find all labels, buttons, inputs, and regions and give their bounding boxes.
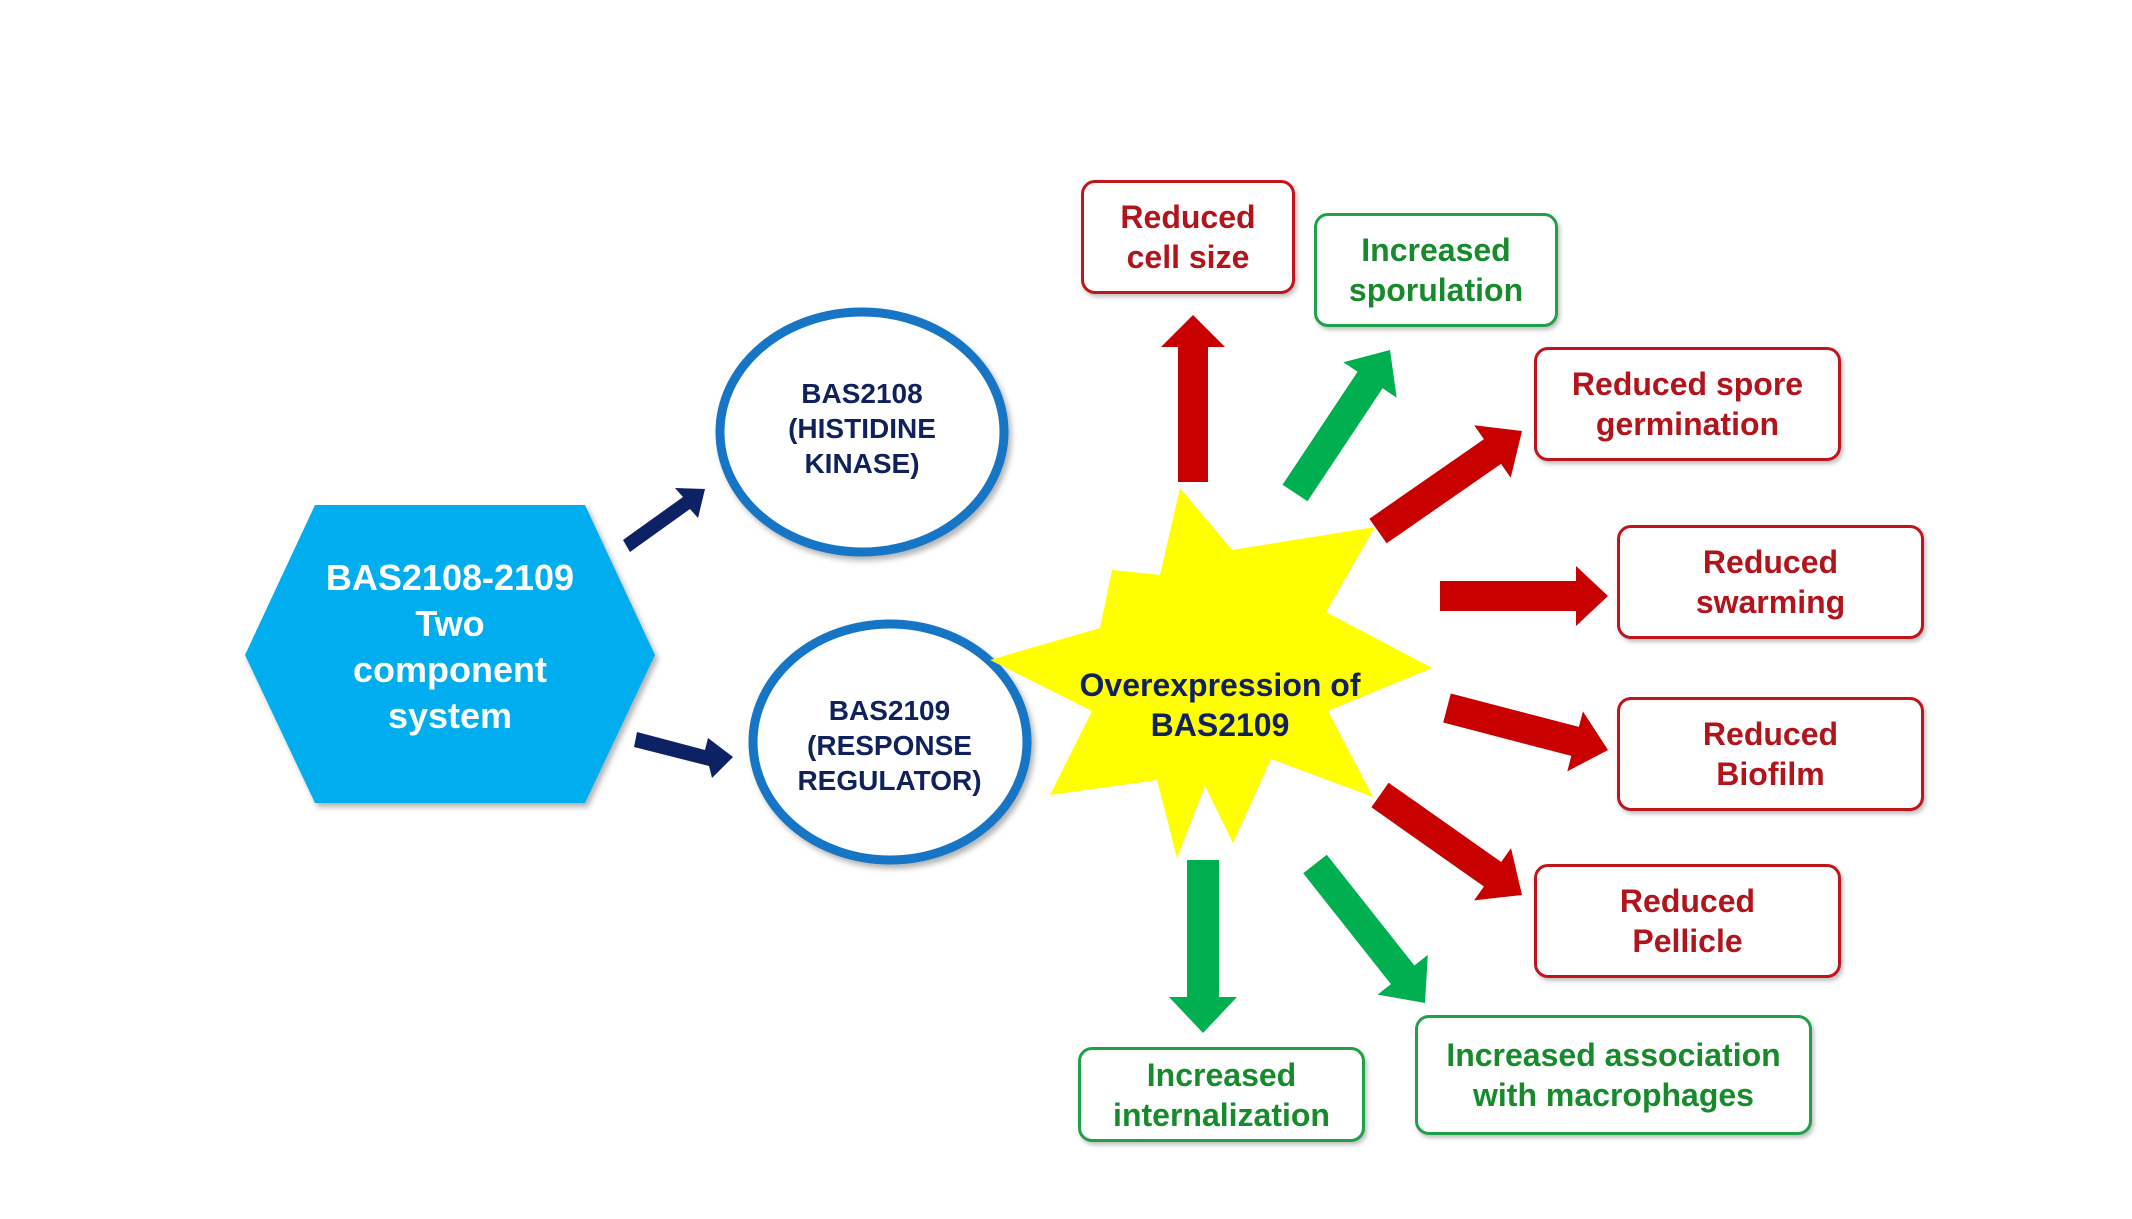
effect-line: Reduced xyxy=(1702,716,1839,752)
effect-line: Reduced xyxy=(1702,544,1839,580)
center-label-line: Overexpression of xyxy=(1079,667,1361,703)
effect-box-reduced-spore-germination: Reduced spore germination xyxy=(1534,347,1841,461)
system-label: BAS2108-2109 Two component system xyxy=(300,555,600,739)
arrow-reduced-cell-size xyxy=(1161,315,1225,482)
effect-line: internalization xyxy=(1113,1096,1330,1133)
kinase-circle xyxy=(715,307,1009,557)
center-label-line: BAS2109 xyxy=(1150,707,1290,743)
system-label-line: component xyxy=(353,649,547,690)
system-label-line: system xyxy=(387,695,513,736)
regulator-circle xyxy=(748,619,1032,865)
effect-box-increased-internalization: Increased internalization xyxy=(1078,1047,1365,1142)
effect-box-reduced-swarming: Reduced swarming xyxy=(1617,525,1924,639)
system-label-line: Two xyxy=(415,603,485,644)
center-label: Overexpression of BAS2109 xyxy=(1050,665,1390,745)
arrow-reduced-swarming xyxy=(1440,566,1608,626)
effect-box-increased-sporulation: Increased sporulation xyxy=(1314,213,1558,327)
effect-line: Biofilm xyxy=(1716,756,1825,792)
effect-line: cell size xyxy=(1126,239,1250,275)
regulator-label: BAS2109 (RESPONSE REGULATOR) xyxy=(747,693,1032,798)
effect-box-reduced-cell-size: Reduced cell size xyxy=(1081,180,1295,294)
navy-arrow-to-regulator xyxy=(634,732,733,778)
kinase-label-line: (HISTIDINE xyxy=(788,413,936,444)
regulator-label-line: (RESPONSE xyxy=(807,730,972,761)
kinase-label: BAS2108 (HISTIDINE KINASE) xyxy=(722,376,1002,481)
effect-line: Reduced xyxy=(1120,199,1256,235)
effect-arrows xyxy=(1161,315,1608,1033)
navy-arrow-to-kinase xyxy=(623,488,705,552)
arrow-reduced-pellicle xyxy=(1371,782,1522,901)
effect-line: germination xyxy=(1595,406,1780,442)
system-hexagon xyxy=(245,505,655,803)
effect-line: Reduced spore xyxy=(1571,366,1804,402)
effect-line: Reduced xyxy=(1619,883,1756,919)
effect-line: Pellicle xyxy=(1632,923,1743,959)
effect-line: Increased association xyxy=(1446,1037,1781,1073)
arrow-increased-sporulation xyxy=(1282,350,1397,502)
system-label-line: BAS2108-2109 xyxy=(325,557,575,598)
effect-box-reduced-pellicle: Reduced Pellicle xyxy=(1534,864,1841,978)
effect-line: sporulation xyxy=(1348,272,1524,308)
arrow-increased-association xyxy=(1303,854,1428,1003)
kinase-label-line: BAS2108 xyxy=(801,378,923,409)
effect-line: Increased xyxy=(1361,232,1511,268)
effect-line: Increased xyxy=(1146,1056,1297,1093)
arrow-reduced-biofilm xyxy=(1443,693,1608,772)
kinase-label-line: KINASE) xyxy=(804,448,920,479)
arrow-increased-internalization xyxy=(1169,860,1237,1033)
effect-line: swarming xyxy=(1695,584,1846,620)
effect-box-increased-association: Increased association with macrophages xyxy=(1415,1015,1812,1135)
effect-line: with macrophages xyxy=(1473,1077,1754,1113)
arrow-reduced-spore-germination xyxy=(1369,425,1522,544)
regulator-label-line: REGULATOR) xyxy=(797,765,982,796)
center-starburst xyxy=(990,488,1432,858)
regulator-label-line: BAS2109 xyxy=(828,695,951,726)
effect-box-reduced-biofilm: Reduced Biofilm xyxy=(1617,697,1924,811)
